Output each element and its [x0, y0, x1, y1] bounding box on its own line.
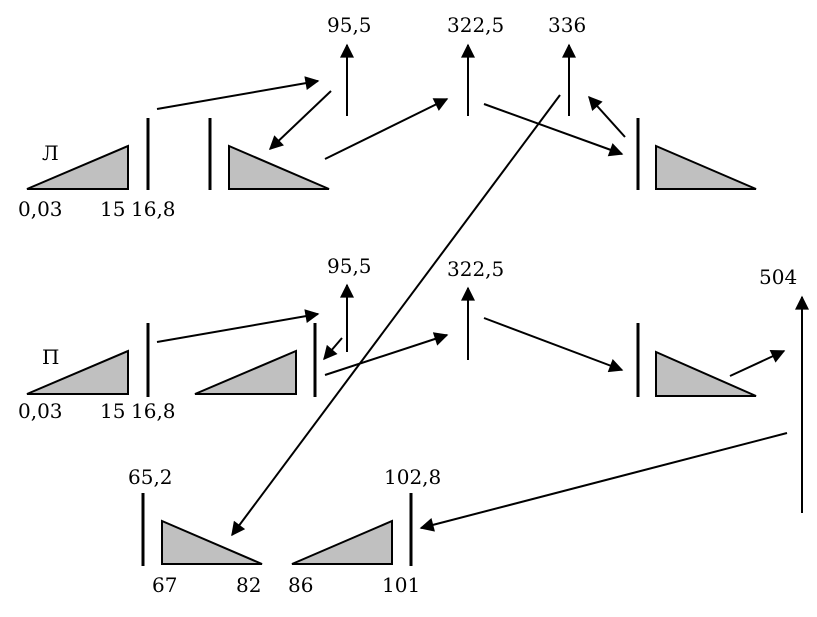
arrow-bottom-return	[419, 432, 788, 532]
triangle-p-3	[655, 350, 757, 397]
row-label-p: П	[42, 345, 59, 369]
tick-l-0-03: 0,03	[18, 197, 63, 221]
value-p-322-5: 322,5	[447, 257, 504, 281]
value-l-336: 336	[548, 13, 586, 37]
value-p-504: 504	[759, 265, 797, 289]
arrow-l-b	[268, 90, 332, 150]
arrow-l-d	[483, 103, 624, 157]
arrow-l-a	[156, 76, 320, 110]
value-bottom-65-2: 65,2	[128, 465, 173, 489]
arrow-l-e	[588, 95, 626, 138]
tick-bottom-101: 101	[382, 573, 420, 597]
tick-p-15: 15	[100, 399, 125, 423]
triangle-p-1	[26, 349, 129, 395]
arrow-p-a	[156, 309, 320, 343]
row-label-l: Л	[42, 141, 59, 165]
arrow-p-e	[729, 349, 786, 377]
value-l-322-5: 322,5	[447, 13, 504, 37]
tick-bottom-86: 86	[288, 573, 313, 597]
tick-l-15: 15	[100, 197, 125, 221]
triangle-p-2	[194, 349, 297, 395]
tick-p-16-8: 16,8	[131, 399, 176, 423]
tick-p-0-03: 0,03	[18, 399, 63, 423]
arrow-p-b	[323, 337, 343, 361]
value-l-95-5: 95,5	[327, 13, 372, 37]
triangle-bottom-2	[291, 519, 393, 565]
tick-l-16-8: 16,8	[131, 197, 176, 221]
arrow-l-c	[324, 98, 449, 160]
tick-bottom-67: 67	[152, 573, 177, 597]
arrow-p-d	[483, 317, 624, 373]
value-p-95-5: 95,5	[327, 254, 372, 278]
triangle-l-2	[228, 144, 330, 190]
triangle-l-1	[26, 144, 129, 190]
tick-bottom-82: 82	[236, 573, 261, 597]
arrow-long-diagonal	[231, 94, 561, 537]
triangle-bottom-1	[161, 519, 263, 565]
arrow-p-c	[324, 332, 449, 376]
triangle-l-3	[655, 144, 757, 190]
value-bottom-102-8: 102,8	[384, 465, 441, 489]
